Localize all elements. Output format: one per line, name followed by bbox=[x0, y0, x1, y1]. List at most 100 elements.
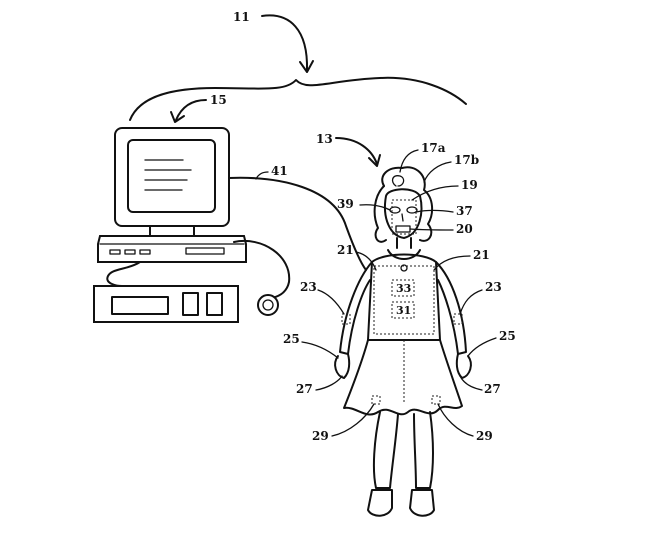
label-hair-a: 17a bbox=[421, 141, 446, 155]
keyboard-cable bbox=[106, 261, 141, 287]
left-elbow-sensor bbox=[341, 313, 351, 325]
face-leader bbox=[411, 185, 459, 201]
collar-button bbox=[400, 264, 408, 272]
doll-mouth bbox=[395, 225, 411, 233]
label-shoulder-left: 21 bbox=[337, 243, 354, 257]
mouth-leader bbox=[409, 228, 454, 231]
label-computer: 15 bbox=[210, 93, 227, 107]
data-cable bbox=[228, 176, 367, 271]
computer-arrow bbox=[175, 99, 207, 121]
shoulder-left-leader bbox=[355, 251, 377, 271]
cable-leader bbox=[255, 171, 269, 180]
label-wrist-right: 25 bbox=[499, 329, 516, 343]
doll-right-eye bbox=[406, 206, 418, 214]
doll-left-shoe bbox=[367, 489, 393, 517]
system-arrowhead bbox=[299, 60, 314, 73]
chest-box bbox=[391, 279, 415, 297]
doll-arrow bbox=[335, 137, 378, 165]
keyboard-key bbox=[206, 292, 223, 316]
left-knee-sensor bbox=[371, 395, 381, 405]
hair-b-leader bbox=[423, 161, 452, 183]
wrist-right-leader bbox=[467, 337, 497, 357]
doll-hair bbox=[381, 166, 434, 242]
keyboard-key-block bbox=[111, 296, 169, 315]
label-chest-box: 33 bbox=[396, 282, 411, 295]
label-knee-left: 29 bbox=[312, 429, 329, 443]
label-shoulder-right: 21 bbox=[473, 248, 490, 262]
body-references: 21 21 23 23 25 25 27 27 29 29 bbox=[283, 243, 516, 443]
mouse-inner bbox=[262, 299, 274, 311]
monitor-stand bbox=[149, 225, 195, 237]
doll-right-leg bbox=[413, 411, 434, 489]
computer-arrowhead bbox=[170, 111, 185, 123]
monitor-screen bbox=[127, 139, 216, 213]
label-wrist-left: 25 bbox=[283, 332, 300, 346]
doll-left-leg bbox=[372, 411, 399, 489]
doll-skirt bbox=[343, 339, 463, 416]
system-reference: 11 bbox=[129, 10, 467, 121]
computer-reference: 15 bbox=[170, 93, 227, 123]
label-elbow-right: 23 bbox=[485, 280, 502, 294]
knee-right-leader bbox=[437, 403, 474, 437]
face-sensor-region bbox=[391, 199, 417, 235]
label-system: 11 bbox=[233, 10, 250, 24]
computer-monitor bbox=[114, 127, 230, 237]
doll-left-hand bbox=[334, 353, 351, 379]
doll-figure: 33 31 bbox=[334, 166, 472, 517]
hair-a-leader bbox=[399, 149, 419, 173]
label-eye-right: 37 bbox=[456, 204, 473, 218]
doll-hair-left bbox=[373, 185, 387, 243]
base-unit-body bbox=[97, 235, 247, 263]
computer-mouse bbox=[233, 239, 291, 316]
mouse-outer bbox=[257, 294, 279, 316]
doll-collar bbox=[387, 249, 421, 260]
doll-reference: 13 bbox=[316, 132, 381, 167]
label-hand-left: 27 bbox=[296, 382, 313, 396]
doll-right-arm bbox=[435, 261, 467, 355]
label-belly-box: 31 bbox=[396, 304, 411, 317]
doll-face bbox=[384, 188, 423, 239]
system-brace bbox=[129, 76, 467, 121]
system-arrow bbox=[261, 14, 309, 71]
label-face: 19 bbox=[461, 178, 478, 192]
eye-right-leader bbox=[415, 209, 454, 213]
torso-sensor-region bbox=[373, 265, 435, 335]
label-hair-b: 17b bbox=[454, 153, 479, 167]
eye-left-leader bbox=[359, 204, 391, 211]
computer-base-unit bbox=[97, 235, 247, 263]
hand-left-leader bbox=[315, 375, 343, 391]
label-mouth: 20 bbox=[456, 222, 473, 236]
label-eye-left: 39 bbox=[337, 197, 354, 211]
shoulder-right-leader bbox=[433, 255, 471, 271]
belly-box bbox=[391, 301, 415, 319]
label-knee-right: 29 bbox=[476, 429, 493, 443]
elbow-right-leader bbox=[459, 289, 483, 315]
hand-right-leader bbox=[459, 375, 483, 391]
label-elbow-left: 23 bbox=[300, 280, 317, 294]
knee-left-leader bbox=[331, 403, 375, 437]
doll-torso bbox=[367, 253, 441, 341]
label-hand-right: 27 bbox=[484, 382, 501, 396]
doll-right-hand bbox=[455, 353, 472, 379]
elbow-left-leader bbox=[317, 289, 345, 315]
doll-nose bbox=[401, 213, 404, 222]
doll-arrowhead bbox=[368, 154, 381, 167]
doll-neck bbox=[396, 237, 412, 249]
computer-keyboard bbox=[93, 261, 239, 323]
keyboard-key bbox=[182, 292, 199, 316]
mouse-cable bbox=[233, 239, 291, 299]
cable-reference: 41 bbox=[228, 164, 367, 271]
head-references: 17a 17b 19 39 37 20 bbox=[337, 141, 479, 236]
label-doll: 13 bbox=[316, 132, 333, 146]
right-elbow-sensor bbox=[453, 313, 463, 325]
doll-right-shoe bbox=[409, 489, 435, 517]
doll-hair-curl bbox=[391, 175, 405, 187]
right-knee-sensor bbox=[431, 395, 441, 405]
indicator-light bbox=[139, 249, 151, 255]
keyboard-body bbox=[93, 285, 239, 323]
wrist-left-leader bbox=[301, 341, 339, 359]
indicator-light bbox=[109, 249, 121, 255]
indicator-light bbox=[124, 249, 136, 255]
